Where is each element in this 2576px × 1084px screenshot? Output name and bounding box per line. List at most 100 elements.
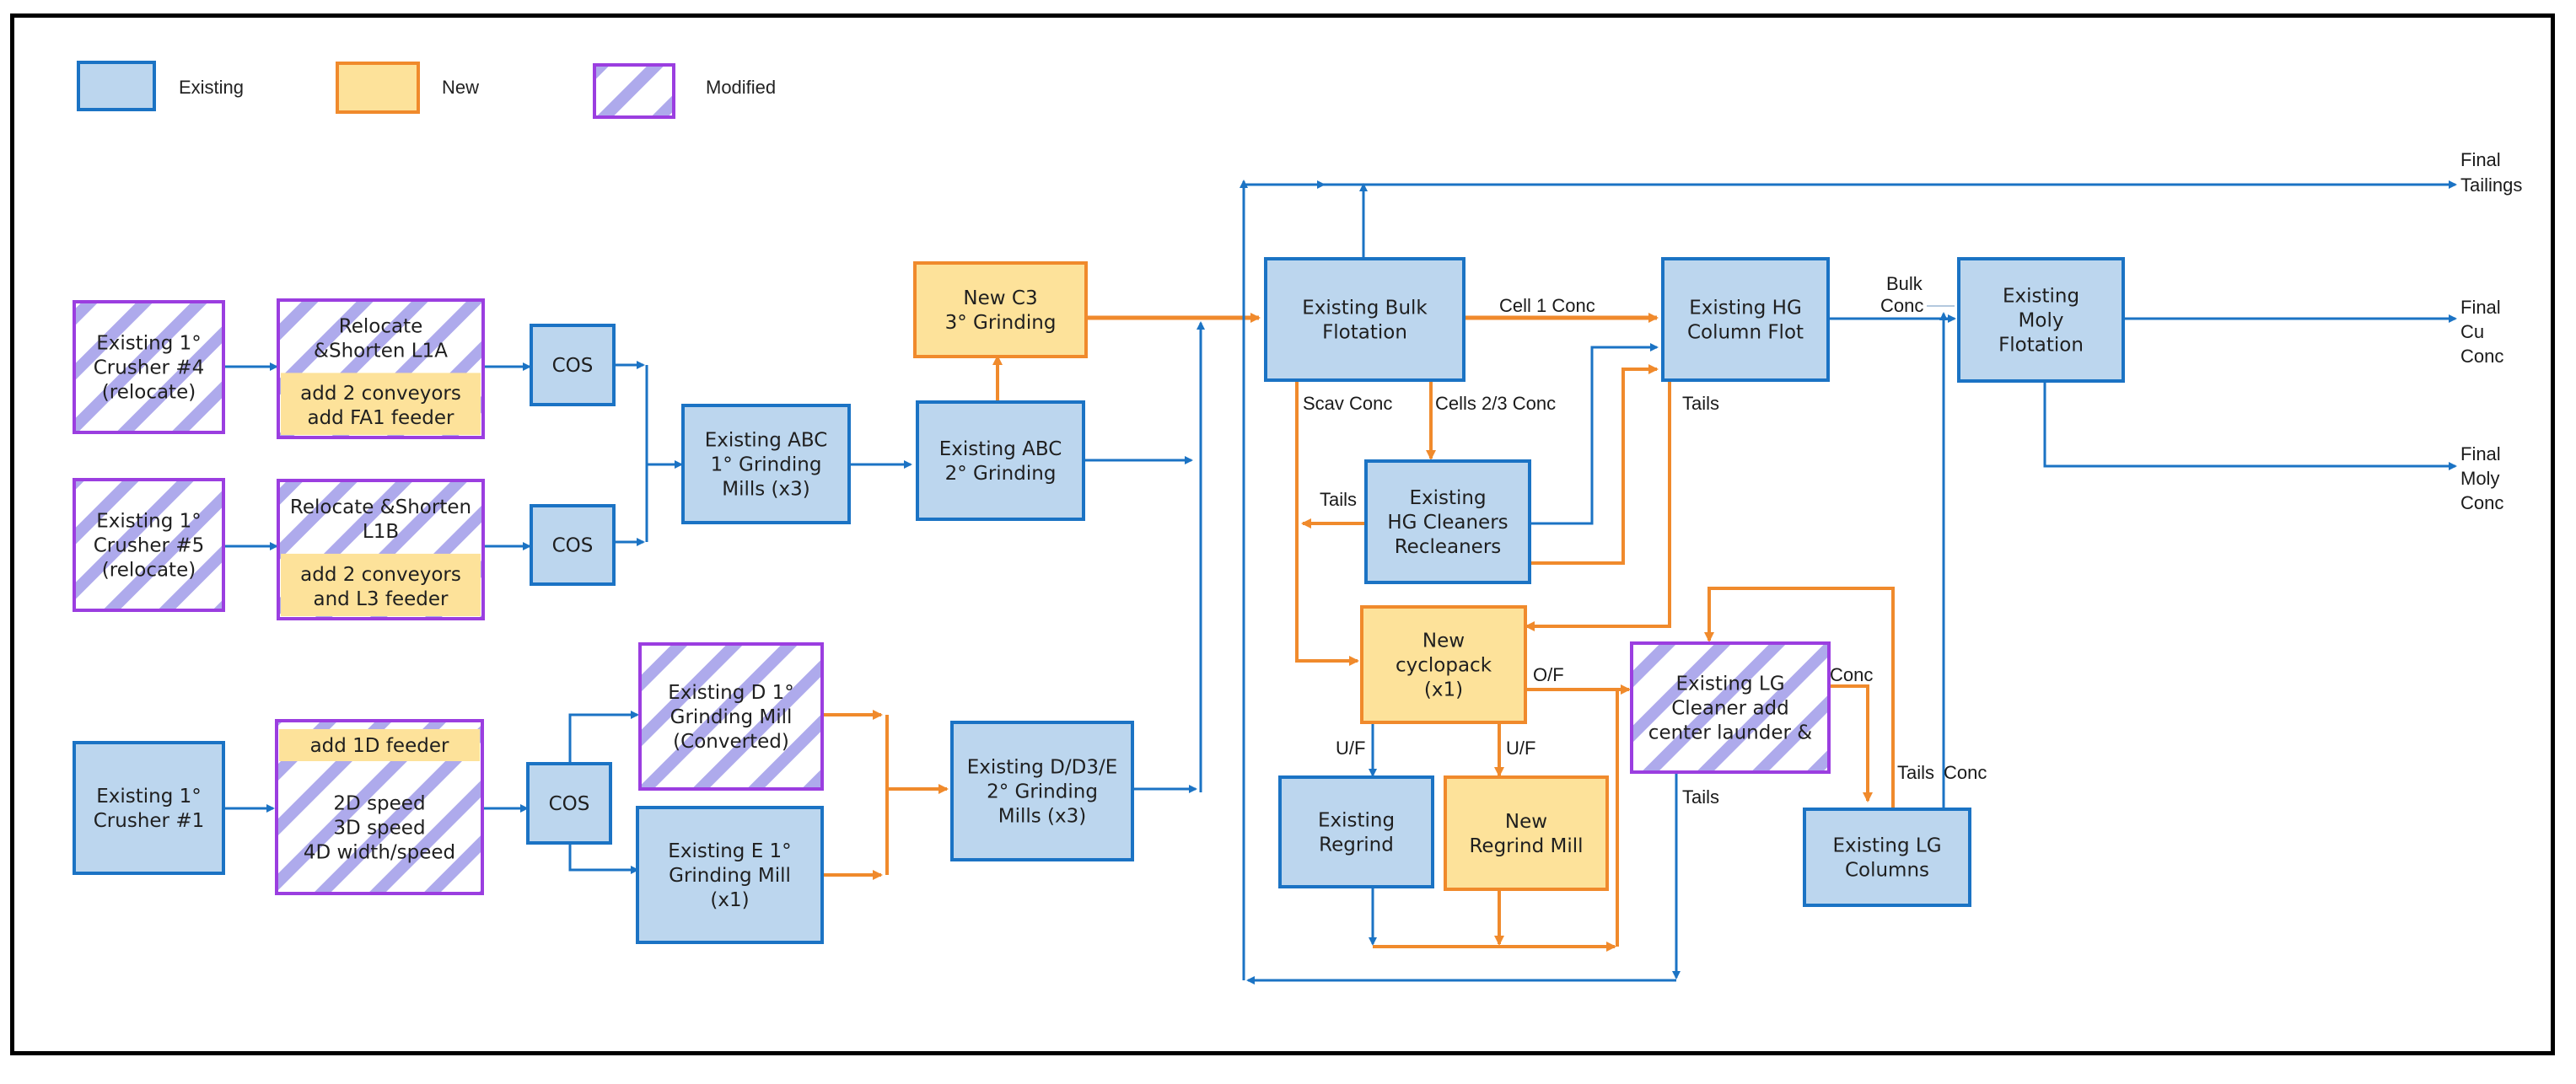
box-l1b-main-line: Relocate &Shorten bbox=[290, 496, 471, 518]
box-cyclo-main-line: New bbox=[1422, 631, 1465, 652]
box-cos3-border bbox=[526, 762, 612, 845]
box-dmill-main-line: Existing D 1° bbox=[668, 682, 794, 704]
box-crusher4-main-line: Existing 1° bbox=[96, 333, 202, 355]
box-lgclean-border bbox=[1630, 641, 1831, 774]
box-hgclean-border bbox=[1364, 459, 1531, 584]
output-tailings-line2: Tailings bbox=[2460, 174, 2522, 196]
box-feeder1d-main-line: 2D speed bbox=[333, 793, 425, 815]
box-abc1-main-line: Existing ABC bbox=[705, 430, 828, 452]
box-l1a-border bbox=[277, 298, 485, 439]
box-cos3[interactable]: COS bbox=[526, 762, 612, 845]
box-l1a-sub-line: add 2 conveyors bbox=[300, 383, 461, 405]
flow-col-tails-loop bbox=[1704, 587, 1895, 808]
legend-swatch-new bbox=[336, 62, 420, 114]
box-cos1-main-line: COS bbox=[552, 355, 594, 377]
output-moly-line2: Moly bbox=[2460, 468, 2499, 489]
box-cos2[interactable]: COS bbox=[530, 504, 616, 586]
output-cu-line1: Final bbox=[2460, 297, 2501, 318]
output-cu-line3: Conc bbox=[2460, 346, 2503, 367]
output-final-moly-conc: Final Moly Conc bbox=[2460, 443, 2503, 513]
box-moly-main-line: Moly bbox=[2019, 310, 2064, 332]
box-lgcol-border bbox=[1803, 808, 1971, 907]
box-feeder1d-main-line: 3D speed bbox=[333, 818, 425, 840]
flow-cos-merge bbox=[645, 365, 681, 542]
final-outputs: Final Tailings Final Cu Conc Final Moly … bbox=[2460, 149, 2522, 513]
box-dmill[interactable]: Existing D 1°Grinding Mill (Converted) bbox=[638, 642, 824, 791]
output-cu-line2: Cu bbox=[2460, 321, 2484, 342]
legend-label-existing: Existing bbox=[179, 77, 244, 98]
output-final-tailings: Final Tailings bbox=[2460, 149, 2522, 196]
box-l1b-sub-line: add 2 conveyors bbox=[300, 564, 461, 586]
label-col-tails: Tails bbox=[1897, 762, 1934, 783]
box-regrind-main-line: Regrind bbox=[1319, 834, 1394, 856]
box-cos1-border bbox=[530, 324, 616, 406]
label-cell1-conc: Cell 1 Conc bbox=[1499, 295, 1595, 316]
label-scav-conc: Scav Conc bbox=[1303, 393, 1392, 414]
box-lgclean-main-line: center launder & bbox=[1648, 722, 1812, 744]
legend-label-modified: Modified bbox=[706, 77, 776, 98]
label-col-conc: Conc bbox=[1944, 762, 1987, 783]
box-abc1-main-line: Mills (x3) bbox=[722, 479, 810, 501]
box-c3-main-line: New C3 bbox=[963, 287, 1037, 309]
box-regrind-main-line: Existing bbox=[1318, 810, 1395, 832]
label-of: O/F bbox=[1533, 664, 1564, 685]
box-crusher5[interactable]: Existing 1°Crusher #5(relocate) bbox=[73, 478, 225, 612]
box-d3e-border bbox=[950, 721, 1134, 861]
box-c3-main-line: 3° Grinding bbox=[945, 312, 1057, 334]
box-dmill-main-line: Grinding Mill bbox=[670, 706, 793, 728]
label-uf-new: U/F bbox=[1506, 738, 1535, 759]
box-d3e-main-line: 2° Grinding bbox=[987, 781, 1098, 803]
box-l1b-main-line: L1B bbox=[363, 521, 399, 543]
box-l1a-sub-line: add FA1 feeder bbox=[307, 407, 454, 429]
process-boxes: Existing 1°Crusher #4(relocate) Relocate&… bbox=[73, 257, 2125, 944]
box-abc2-main-line: Existing ABC bbox=[939, 438, 1062, 460]
box-crusher5-border bbox=[73, 478, 225, 612]
box-newregrind-main-line: Regrind Mill bbox=[1469, 835, 1583, 857]
box-feeder1d-new-band bbox=[279, 729, 480, 761]
flow-labels: Cell 1 Conc Scav Conc Cells 2/3 Conc Tai… bbox=[1303, 273, 1987, 808]
label-lg-conc: Conc bbox=[1830, 664, 1873, 685]
box-crusher1[interactable]: Existing 1°Crusher #1 bbox=[73, 741, 225, 875]
box-hgcol-border bbox=[1661, 257, 1830, 382]
box-cos2-main-line: COS bbox=[552, 535, 594, 557]
box-crusher4[interactable]: Existing 1°Crusher #4(relocate) bbox=[73, 300, 225, 434]
box-bulk-border bbox=[1264, 257, 1465, 382]
box-regrind-shape bbox=[1278, 775, 1434, 888]
box-hgcol-main-line: Column Flot bbox=[1687, 322, 1804, 344]
box-cyclo-border bbox=[1360, 605, 1527, 724]
box-bulk-main-line: Existing Bulk bbox=[1302, 298, 1428, 319]
box-emill-main-line: Grinding Mill bbox=[669, 865, 791, 887]
box-crusher5-main-line: (relocate) bbox=[102, 560, 196, 582]
box-feeder1d-border bbox=[275, 719, 484, 895]
box-cos1[interactable]: COS bbox=[530, 324, 616, 406]
box-emill[interactable]: Existing E 1°Grinding Mill(x1) bbox=[636, 806, 824, 944]
legend-label-new: New bbox=[442, 77, 479, 98]
box-newregrind-border bbox=[1444, 775, 1609, 891]
flow-scav-conc bbox=[1295, 380, 1359, 666]
label-cells23-conc: Cells 2/3 Conc bbox=[1435, 393, 1556, 414]
box-bulk-shape bbox=[1264, 257, 1465, 382]
box-dmill-main-line: (Converted) bbox=[673, 731, 789, 753]
label-bulk-conc-1: Bulk bbox=[1886, 273, 1923, 294]
box-dmill-shape bbox=[638, 642, 824, 791]
box-c3[interactable]: New C3 3° Grinding bbox=[913, 261, 1088, 358]
box-d3e-main-line: Existing D/D3/E bbox=[967, 757, 1118, 779]
output-final-cu-conc: Final Cu Conc bbox=[2460, 297, 2503, 367]
box-crusher1-border bbox=[73, 741, 225, 875]
box-crusher1-main-line: Existing 1° bbox=[96, 786, 202, 808]
